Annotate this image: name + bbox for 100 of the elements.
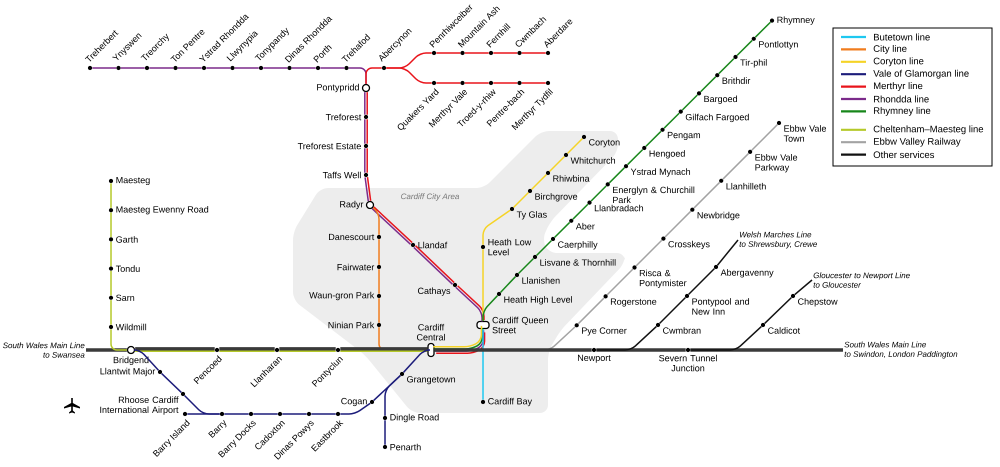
- rail-line: [364, 92, 366, 115]
- station: Tondu: [108, 265, 140, 272]
- node-label: Chepstow: [798, 298, 838, 306]
- interchange-station: Cardiff Central: [416, 324, 445, 358]
- station: Llanishen: [514, 272, 560, 284]
- rail-line: [135, 350, 215, 352]
- node-label: Pontypridd: [317, 84, 359, 92]
- interchange-station: Pontypridd: [317, 84, 370, 92]
- node-label: Caldicot: [768, 327, 800, 334]
- rail-line: [364, 177, 370, 202]
- rail-line: [110, 242, 112, 266]
- station: Ninian Park: [328, 322, 382, 328]
- node-label: Llanhilleth: [726, 182, 766, 190]
- rail-line: [187, 413, 220, 415]
- node-label: Brithdir: [722, 77, 750, 84]
- rail-line: [340, 347, 428, 350]
- rail-line: [722, 153, 750, 180]
- rail-line: [596, 326, 657, 351]
- station: Energlyn & Churchill Park: [606, 182, 694, 204]
- node-label: Penarth: [390, 444, 421, 450]
- station: Danescourt: [329, 234, 382, 240]
- station: Pengam: [660, 128, 700, 140]
- rail-line: [110, 329, 127, 351]
- station: Dingle Road: [382, 414, 439, 422]
- node-label: Tir-phil: [740, 59, 767, 68]
- rail-line: [572, 204, 588, 220]
- legend-label: Ebbw Valley Railway: [874, 138, 961, 147]
- rail-line: [434, 348, 592, 352]
- rail-line: [378, 269, 380, 294]
- node-label: Pontlottyn: [759, 40, 798, 50]
- node-label: Cardiff Central: [416, 324, 445, 340]
- rail-line: [279, 350, 336, 352]
- rail-line: [464, 52, 489, 54]
- rail-line: [522, 52, 546, 54]
- node-label: Severn Tunnel Junction: [659, 354, 717, 372]
- rail-line: [366, 92, 368, 115]
- rail-line: [636, 240, 662, 266]
- rail-line: [364, 119, 366, 144]
- station: Heath Low Level: [480, 238, 532, 256]
- rail-line: [386, 67, 432, 84]
- rail-line: [716, 240, 739, 266]
- rail-line: [606, 268, 634, 296]
- rail-line: [311, 413, 336, 415]
- node-label: Rogerstone: [610, 298, 656, 307]
- rail-line: [522, 82, 546, 84]
- rail-line: [659, 297, 686, 324]
- station: Pye Corner: [574, 323, 627, 336]
- rail-line: [320, 67, 344, 69]
- station: Lisvane & Thornhill: [532, 254, 616, 266]
- rail-line: [92, 67, 116, 69]
- station: Rogerstone: [604, 294, 656, 307]
- rail-line: [608, 167, 625, 184]
- station: Newbridge: [690, 208, 740, 220]
- station: Brithdir: [715, 73, 750, 84]
- station: Wildmill: [108, 324, 146, 330]
- rail-line: [436, 82, 460, 84]
- rail-line: [482, 295, 498, 321]
- station: Llandaf: [410, 242, 448, 248]
- station: Penarth: [382, 444, 421, 450]
- node-label: Heath High Level: [504, 296, 572, 304]
- rail-line: [110, 270, 112, 296]
- rail-line: [384, 375, 401, 416]
- rail-line: [378, 298, 380, 323]
- node-label: Fairwater: [338, 264, 374, 270]
- node-label: Birchgrove: [535, 193, 578, 202]
- rail-line: [372, 207, 380, 235]
- rail-line: [736, 40, 753, 56]
- rail-line: [596, 348, 686, 352]
- node-label: Ty Glas: [516, 211, 547, 220]
- node-label: Rhoose Cardiff International Airport: [100, 396, 179, 415]
- node-label: Garth: [116, 236, 138, 243]
- rail-line: [365, 67, 382, 84]
- rail-line: [513, 192, 529, 208]
- station: Pontlottyn: [752, 36, 798, 50]
- station: Crosskeys: [661, 236, 710, 250]
- rail-line: [754, 22, 771, 38]
- node-label: Newbridge: [698, 212, 740, 220]
- node-label: Gilfach Fargoed: [686, 114, 749, 122]
- node-label: Llandaf: [418, 242, 448, 248]
- station: Abergavenny: [714, 264, 774, 278]
- rail-line: [482, 210, 511, 245]
- rail-line: [86, 348, 127, 352]
- rail-line: [536, 240, 552, 256]
- rail-line: [120, 67, 145, 69]
- station: Ty Glas: [510, 206, 547, 220]
- station: Taffs Well: [322, 172, 368, 178]
- destination-label: South Wales Main Line to Swindon, London Paddington: [844, 342, 958, 358]
- rail-line: [135, 347, 215, 350]
- rail-line: [263, 67, 288, 69]
- station: Ebbw Vale Parkway: [748, 150, 798, 172]
- node-label: Llanishen: [522, 277, 560, 284]
- rail-line: [549, 156, 565, 172]
- rail-line: [664, 210, 692, 238]
- legend-label: Merthyr line: [874, 82, 922, 92]
- node-label: Pye Corner: [582, 327, 627, 336]
- rail-line: [110, 212, 112, 238]
- station: Cogan: [341, 398, 374, 406]
- rail-line: [764, 297, 792, 324]
- node-label: Coryton: [589, 139, 620, 148]
- station: Risca & Pontymister: [632, 265, 686, 288]
